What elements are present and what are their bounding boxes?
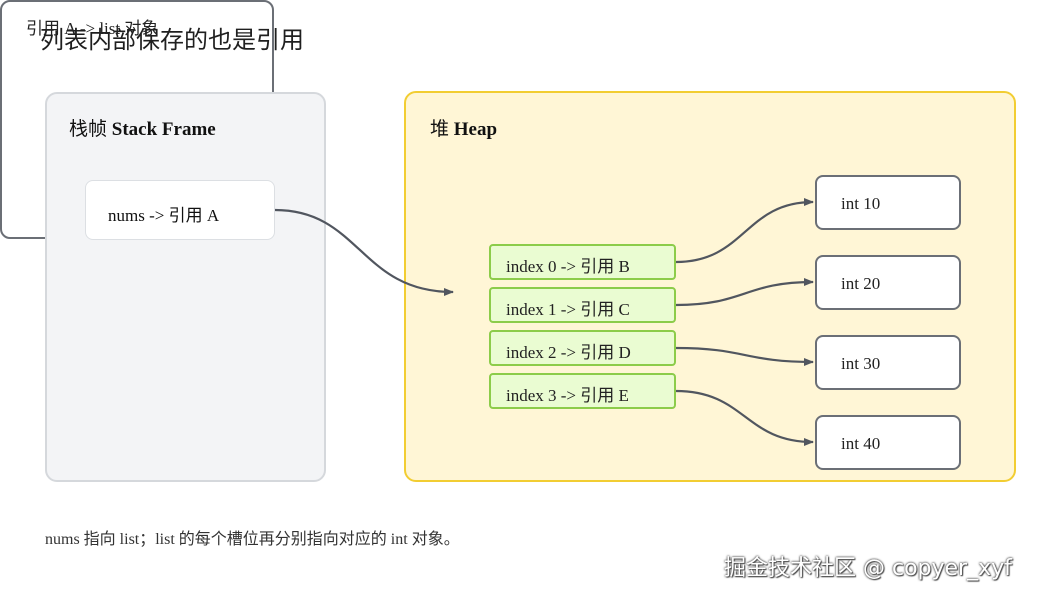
int-object-40: int 40: [815, 415, 961, 470]
stack-frame-panel: 栈帧 Stack Frame: [45, 92, 326, 482]
diagram-caption: nums 指向 list；list 的每个槽位再分别指向对应的 int 对象。: [45, 531, 460, 548]
list-slot-1: index 1 -> 引用 C: [489, 287, 676, 323]
list-slot-3: index 3 -> 引用 E: [489, 373, 676, 409]
list-slot-0: index 0 -> 引用 B: [489, 244, 676, 280]
nums-variable-box: nums -> 引用 A: [85, 180, 275, 240]
int-object-10: int 10: [815, 175, 961, 230]
stack-label-cn: 栈帧: [69, 119, 108, 140]
stack-frame-label: 栈帧 Stack Frame: [69, 114, 216, 141]
nums-entry: nums -> 引用 A: [108, 206, 220, 225]
list-object-label: 引用 A -> list 对象: [26, 19, 159, 38]
heap-label-en: Heap: [453, 119, 498, 140]
heap-label-cn: 堆: [430, 119, 450, 140]
list-slot-2: index 2 -> 引用 D: [489, 330, 676, 366]
int-object-30: int 30: [815, 335, 961, 390]
diagram-title: 列表内部保存的也是引用: [40, 26, 304, 54]
watermark: 掘金技术社区 @ copyer_xyf: [724, 556, 1012, 581]
int-object-20: int 20: [815, 255, 961, 310]
stack-label-en: Stack Frame: [111, 119, 216, 140]
heap-label: 堆 Heap: [430, 114, 497, 141]
